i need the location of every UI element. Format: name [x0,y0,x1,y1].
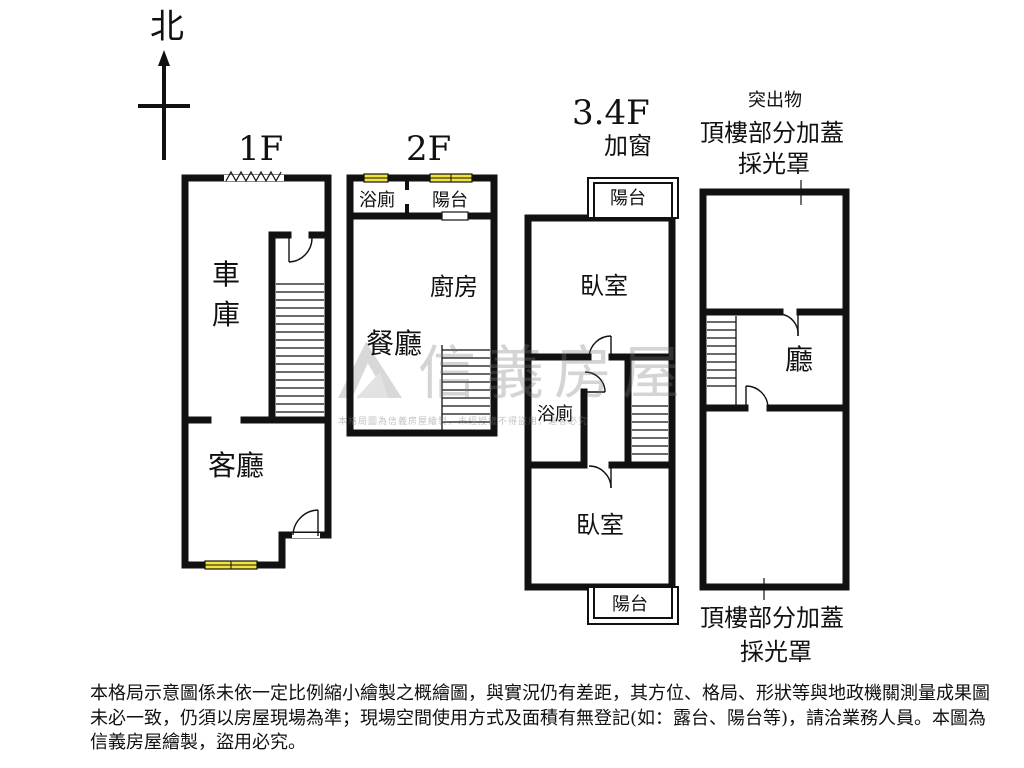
floor-1f-door-stair [288,237,313,263]
floor-1f-window [204,560,258,570]
floor-1f-front-door [292,509,320,538]
floor-2f-windows [363,173,473,221]
room-34f-balcony-bottom: 陽台 [612,594,648,615]
roof-note-bottom-line2: 採光罩 [740,638,812,666]
north-label: 北 [150,7,184,47]
roof-note-bottom-line1: 頂樓部分加蓋 [700,604,844,632]
watermark-brand: 信義房屋 [418,339,691,407]
floor-34f-balconies [587,177,679,625]
floor-1f-stairs [276,283,324,413]
room-kitchen: 廚房 [430,273,478,301]
floor-1f-title: 1F [238,129,284,169]
roof-note-top-line1: 頂樓部分加蓋 [700,119,844,147]
room-34f-bedroom-bottom: 臥室 [576,511,624,539]
disclaimer-text: 本格局示意圖係未依一定比例縮小繪製之概繪圖，與實況仍有差距，其方位、格局、形狀等… [90,683,990,753]
room-34f-balcony-top: 陽台 [610,188,646,209]
floor-roof-leaders [763,180,802,600]
floor-34f-title: 3.4F [572,93,650,133]
north-arrow-icon [138,50,190,160]
room-dining: 餐廳 [366,327,423,360]
floor-2f-title: 2F [406,129,452,169]
roof-protrusion-label: 突出物 [748,90,802,111]
floor-34f-stair [632,405,668,455]
room-34f-bedroom-top: 臥室 [580,272,628,300]
watermark-subtext: 本格局圖為信義房屋繪製，未經授權不得盜用，違者必究 [338,417,589,427]
room-roof-hall: 廳 [785,343,814,376]
floor-roof-stair [707,316,737,405]
floor-34f-doors [584,335,612,489]
room-garage: 車 庫 [212,258,241,331]
room-34f-bathroom: 浴廁 [537,404,573,425]
floor-1f-garage-door [224,170,284,183]
floor-roof-walls [699,188,850,591]
floor-2f-stair [441,345,490,430]
room-2f-bathroom: 浴廁 [359,190,395,211]
roof-note-top-line2: 採光罩 [738,150,810,178]
room-living: 客廳 [208,449,265,482]
room-2f-balcony: 陽台 [432,190,468,211]
floor-34f-addition: 加窗 [604,132,652,160]
floor-roof-doors [745,313,799,408]
